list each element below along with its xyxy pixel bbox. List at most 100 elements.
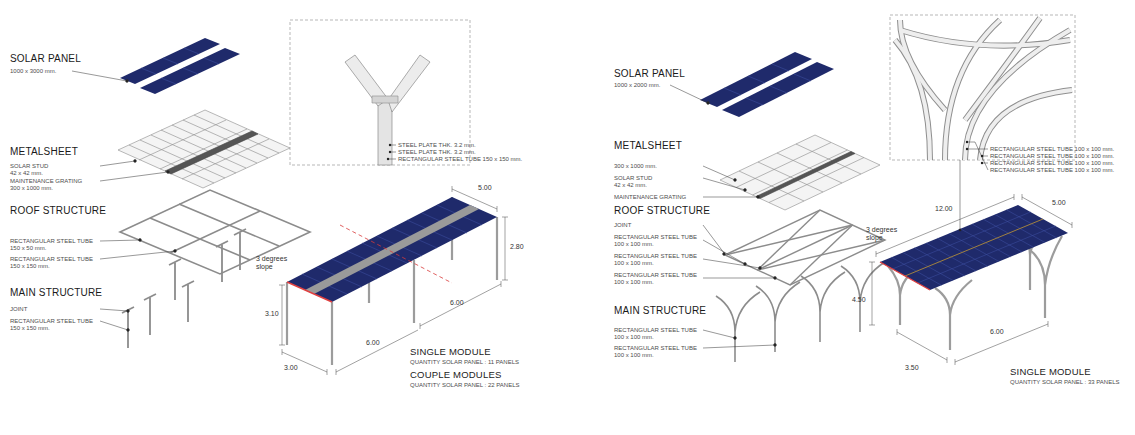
drawing-line: [1048, 321, 1049, 327]
drawing-line: [100, 240, 140, 241]
spec-note: RECTANGULAR STEEL TUBE: [614, 345, 697, 352]
drawing-circle: [174, 250, 177, 253]
drawing-line: [336, 369, 337, 375]
drawing-line: [872, 262, 873, 325]
drawing-g: [895, 18, 1072, 160]
spec-note: 300 x 1000 mm.: [10, 185, 53, 192]
drawing-path: [895, 40, 930, 160]
drawing-line: [967, 149, 988, 150]
drawing-line: [282, 285, 283, 345]
dimension-label: 2.80: [510, 243, 524, 251]
drawing-line: [282, 349, 283, 355]
drawing-line: [670, 85, 708, 103]
drawing-line: [703, 197, 758, 198]
drawing-line: [703, 345, 775, 348]
drawing-path: [234, 229, 246, 270]
drawing-path: [1030, 236, 1062, 318]
spec-note: 300 x 1000 mm.: [614, 163, 657, 170]
drawing-line: [897, 332, 947, 360]
module-title: COUPLE MODULES: [410, 370, 502, 381]
drawing-line: [893, 212, 1031, 269]
drawing-polygon: [880, 205, 1068, 290]
spec-note: RECTANGULAR STEEL TUBE: [10, 256, 93, 263]
spec-note: QUANTITY SOLAR PANEL : 11 PANELS: [410, 359, 519, 366]
drawing-rect: [890, 15, 1075, 160]
drawing-line: [183, 120, 268, 158]
right-canopy: [880, 160, 1068, 350]
spec-note: RECTANGULAR STEEL TUBE 100 x 100 mm.: [990, 167, 1114, 174]
right-roof-structure: [725, 210, 885, 285]
dimension-label: 3.50: [905, 364, 919, 372]
spec-note: 100 x 100 mm.: [614, 334, 654, 341]
spec-note: RECTANGULAR STEEL TUBE 100 x 100 mm.: [990, 160, 1114, 167]
left-metalsheet: [118, 110, 290, 188]
dimension-label: 6.00: [450, 299, 464, 307]
drawing-line: [204, 58, 219, 64]
spec-note: 42 x 42 mm.: [10, 170, 43, 177]
drawing-line: [420, 323, 421, 329]
dimension-label: 3 degrees slope: [256, 255, 288, 271]
drawing-line: [758, 162, 823, 192]
drawing-circle: [134, 160, 137, 163]
spec-note: MAINTENANCE GRATING: [10, 178, 82, 185]
drawing-line: [194, 115, 279, 153]
drawing-polygon: [388, 55, 430, 112]
part-heading: METALSHEET: [10, 146, 78, 158]
drawing-line: [505, 217, 506, 280]
part-heading: ROOF STRUCTURE: [10, 205, 106, 217]
drawing-line: [151, 135, 236, 173]
spec-note: 100 x 100 mm.: [614, 241, 654, 248]
drawing-polygon: [725, 210, 885, 285]
drawing-line: [739, 171, 804, 201]
drawing-path: [895, 40, 930, 160]
drawing-path: [900, 30, 1070, 46]
drawing-line: [703, 240, 745, 264]
drawing-circle: [126, 80, 129, 83]
spec-note: MAINTENANCE GRATING: [614, 194, 686, 201]
left-canopy: [287, 197, 497, 365]
drawing-g: [966, 141, 983, 164]
left-roof-structure: [120, 190, 310, 274]
spec-note: STEEL PLATE THK. 3.2 mm.: [398, 149, 476, 156]
drawing-line: [502, 280, 508, 281]
drawing-line: [279, 285, 285, 286]
drawing-line: [967, 142, 975, 143]
spec-note: STEEL PLATE THK. 3.2 mm.: [398, 142, 476, 149]
drawing-circle: [723, 253, 726, 256]
spec-note: 150 x 150 mm.: [10, 325, 50, 332]
drawing-line: [1022, 194, 1023, 200]
drawing-line: [340, 225, 452, 283]
drawing-line: [161, 78, 176, 84]
drawing-circle: [744, 263, 747, 266]
drawing-circle: [759, 267, 762, 270]
drawing-line: [772, 64, 789, 71]
part-heading: MAIN STRUCTURE: [10, 287, 102, 299]
drawing-line: [184, 48, 199, 54]
drawing-polygon: [140, 48, 240, 94]
module-title: SINGLE MODULE: [1010, 367, 1091, 378]
drawing-line: [452, 186, 453, 192]
spec-note: RECTANGULAR STEEL TUBE: [614, 253, 697, 260]
drawing-line: [880, 262, 930, 290]
spec-note: 1000 x 3000 mm.: [10, 68, 56, 75]
drawing-line: [796, 144, 861, 174]
drawing-line: [100, 251, 175, 259]
drawing-line: [388, 159, 396, 160]
drawing-circle: [127, 310, 130, 313]
drawing-line: [876, 251, 877, 257]
drawing-circle: [127, 329, 130, 332]
dimension-label: 3.00: [284, 364, 298, 372]
drawing-line: [452, 189, 497, 209]
drawing-line: [758, 225, 853, 270]
drawing-path: [716, 292, 760, 362]
drawing-line: [794, 74, 811, 81]
dimension-label: 3 degrees slope: [866, 226, 898, 242]
drawing-path: [965, 18, 1040, 120]
drawing-circle: [139, 239, 142, 242]
drawing-polygon: [722, 62, 834, 117]
right-metalsheet: [720, 135, 880, 210]
right-dimension-lines: [869, 194, 1072, 365]
drawing-line: [703, 166, 735, 180]
drawing-circle: [734, 337, 737, 340]
drawing-line: [703, 330, 735, 338]
